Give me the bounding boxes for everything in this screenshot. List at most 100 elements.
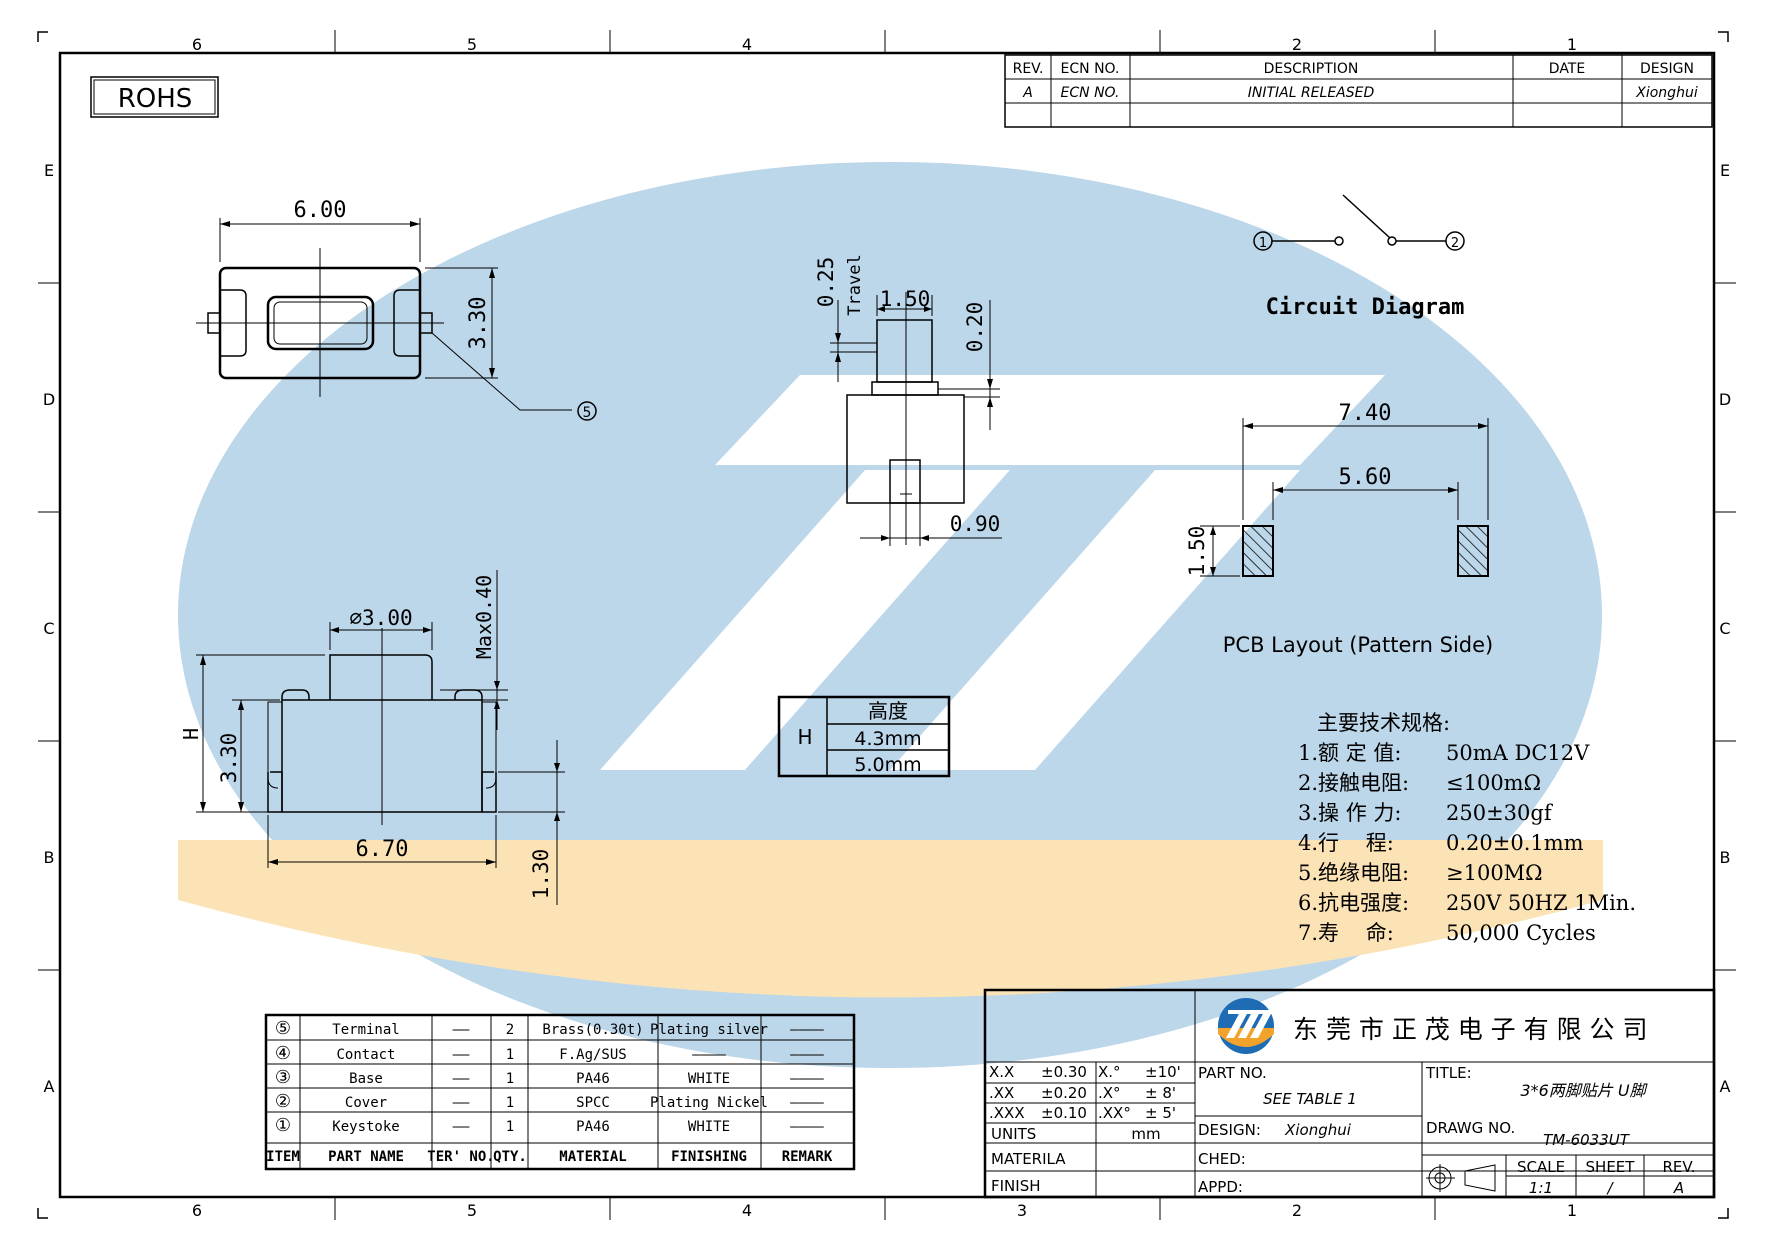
bom-cell-finishing: Plating silver [650,1022,768,1038]
row-label-d-right: D [1719,390,1731,409]
spec-1-label: 1.额 定 值: [1298,741,1401,765]
height-value-1: 4.3mm [854,728,921,750]
col-label-5-bottom: 5 [467,1201,477,1220]
drawg-value: TM-6033UT [1543,1131,1631,1149]
materila-label: MATERILA [991,1150,1066,1168]
bom-cell-name: Cover [345,1095,387,1111]
pcb-layout: 7.40 5.60 1.50 PCB Layout (Pattern Side) [1185,401,1493,657]
front-diameter-dim: ⌀3.00 [349,606,412,630]
design-value: Xionghui [1635,85,1698,101]
pcb-pad-dim: 1.50 [1185,526,1209,577]
bom-cell-finishing: ———— [692,1047,726,1063]
bom-cell-name: Base [349,1071,383,1087]
row-label-d-left: D [43,390,55,409]
date-header: DATE [1549,61,1585,77]
bom-cell-qty: 1 [506,1095,514,1111]
revision-table: REV. ECN NO. DESCRIPTION DATE DESIGN A E… [1004,54,1713,128]
row-label-a-right: A [1720,1077,1731,1096]
bom-header-remark: REMARK [782,1149,833,1165]
part-no-label: PART NO. [1198,1064,1267,1082]
tol-row3-c: .XX° [1098,1104,1131,1122]
bom-cell-remark: ———— [790,1071,824,1087]
rev-value: A [1022,85,1033,101]
ecn-value: ECN NO. [1061,85,1120,101]
pcb-outer-dim: 7.40 [1339,401,1392,426]
spec-1-value: 50mA DC12V [1446,741,1590,765]
bom-header-item: ITEM [266,1149,300,1165]
row-label-c-right: C [1719,619,1730,638]
spec-6-value: 250V 50HZ 1Min. [1446,891,1636,915]
bom-cell-name: Keystoke [332,1119,399,1135]
front-view: ⌀3.00 Max0.40 H 3.30 6.70 1.30 [179,570,565,905]
pcb-inner-dim: 5.60 [1339,465,1392,490]
bom-header-ter: TER' NO. [427,1149,494,1165]
watermark-logo [178,162,1603,1068]
col-label-1-bottom: 1 [1567,1201,1577,1220]
bom-cell-ter: —— [453,1071,470,1087]
bom-cell-remark: ———— [790,1022,824,1038]
design-label: DESIGN: [1198,1121,1261,1139]
bom-cell-remark: ———— [790,1047,824,1063]
front-terminal-dim: 1.30 [529,849,553,900]
col-label-4-bottom: 4 [742,1201,752,1220]
tol-row3-a: .XXX [989,1104,1025,1122]
company-name: 东 莞 市 正 茂 电 子 有 限 公 司 [1293,1015,1647,1044]
bom-cell-ter: —— [453,1047,470,1063]
stem-width-dim: 1.50 [880,287,931,311]
bom-header-material: MATERIAL [559,1149,626,1165]
drawing-frame: 6 5 4 2 1 6 5 4 3 2 1 E D C B A E D C B … [37,30,1736,1220]
col-label-4-top: 4 [742,35,752,54]
tol-row3-d: ± 5' [1145,1104,1176,1122]
part-no-value: SEE TABLE 1 [1263,1090,1357,1108]
rev-header: REV. [1013,61,1044,77]
pcb-title: PCB Layout (Pattern Side) [1223,633,1494,657]
bom-cell-qty: 1 [506,1071,514,1087]
rohs-label: ROHS [118,84,193,114]
col-label-5-top: 5 [467,35,477,54]
scale-label: SCALE [1517,1158,1565,1176]
rohs-box: ROHS [90,76,219,118]
rev-label: REV. [1663,1158,1696,1176]
col-label-6-top: 6 [192,35,202,54]
ched-label: CHED: [1198,1150,1246,1168]
stem-height-dim: 0.20 [963,302,987,353]
bom-cell-ter: —— [453,1022,470,1038]
spec-3-value: 250±30gf [1446,801,1554,825]
scale-value: 1:1 [1529,1179,1553,1197]
bom-cell-remark: ———— [790,1095,824,1111]
spec-2-label: 2.接触电阻: [1298,771,1409,795]
ecn-header: ECN NO. [1061,61,1120,77]
bom-cell-ter: —— [453,1095,470,1111]
tol-row2-d: ± 8' [1145,1084,1176,1102]
circuit-diagram: 1 2 ① ② Circuit Diagram [1253,194,1465,320]
bom-cell-material: PA46 [576,1119,610,1135]
bom-cell-finishing: Plating Nickel [650,1095,768,1111]
row-label-b-left: B [44,848,55,867]
tol-row1-c: X.° [1098,1063,1121,1081]
svg-text:1: 1 [1259,236,1267,251]
tol-row3-b: ±0.10 [1041,1104,1087,1122]
bom-cell-material: Brass(0.30t) [542,1022,643,1038]
bom-cell-name: Terminal [332,1022,399,1038]
bom-cell-material: F.Ag/SUS [559,1047,626,1063]
projection-symbol-icon [1426,1164,1496,1192]
travel-label: Travel [845,254,865,315]
height-table: H 高度 4.3mm 5.0mm [777,695,951,778]
front-width-dim: 6.70 [356,837,409,862]
bom-cell-material: PA46 [576,1071,610,1087]
spec-title: 主要技术规格: [1317,711,1450,735]
foot-dim: 0.90 [950,512,1001,536]
col-label-2-top: 2 [1292,35,1302,54]
bom-cell-item: ① [275,1115,291,1136]
svg-text:5: 5 [583,405,592,421]
bom-cell-item: ③ [275,1067,291,1088]
height-table-header: 高度 [868,699,908,723]
top-view-height-dim: 3.30 [466,297,491,350]
side-view: 1.50 0.25 Travel 0.20 0.90 [814,254,1002,546]
bom-cell-name: Contact [336,1047,395,1063]
pcb-pad-right [1457,525,1489,577]
bom-cell-qty: 2 [506,1022,514,1038]
bom-cell-item: ④ [275,1043,291,1064]
col-label-1-top: 1 [1567,35,1577,54]
